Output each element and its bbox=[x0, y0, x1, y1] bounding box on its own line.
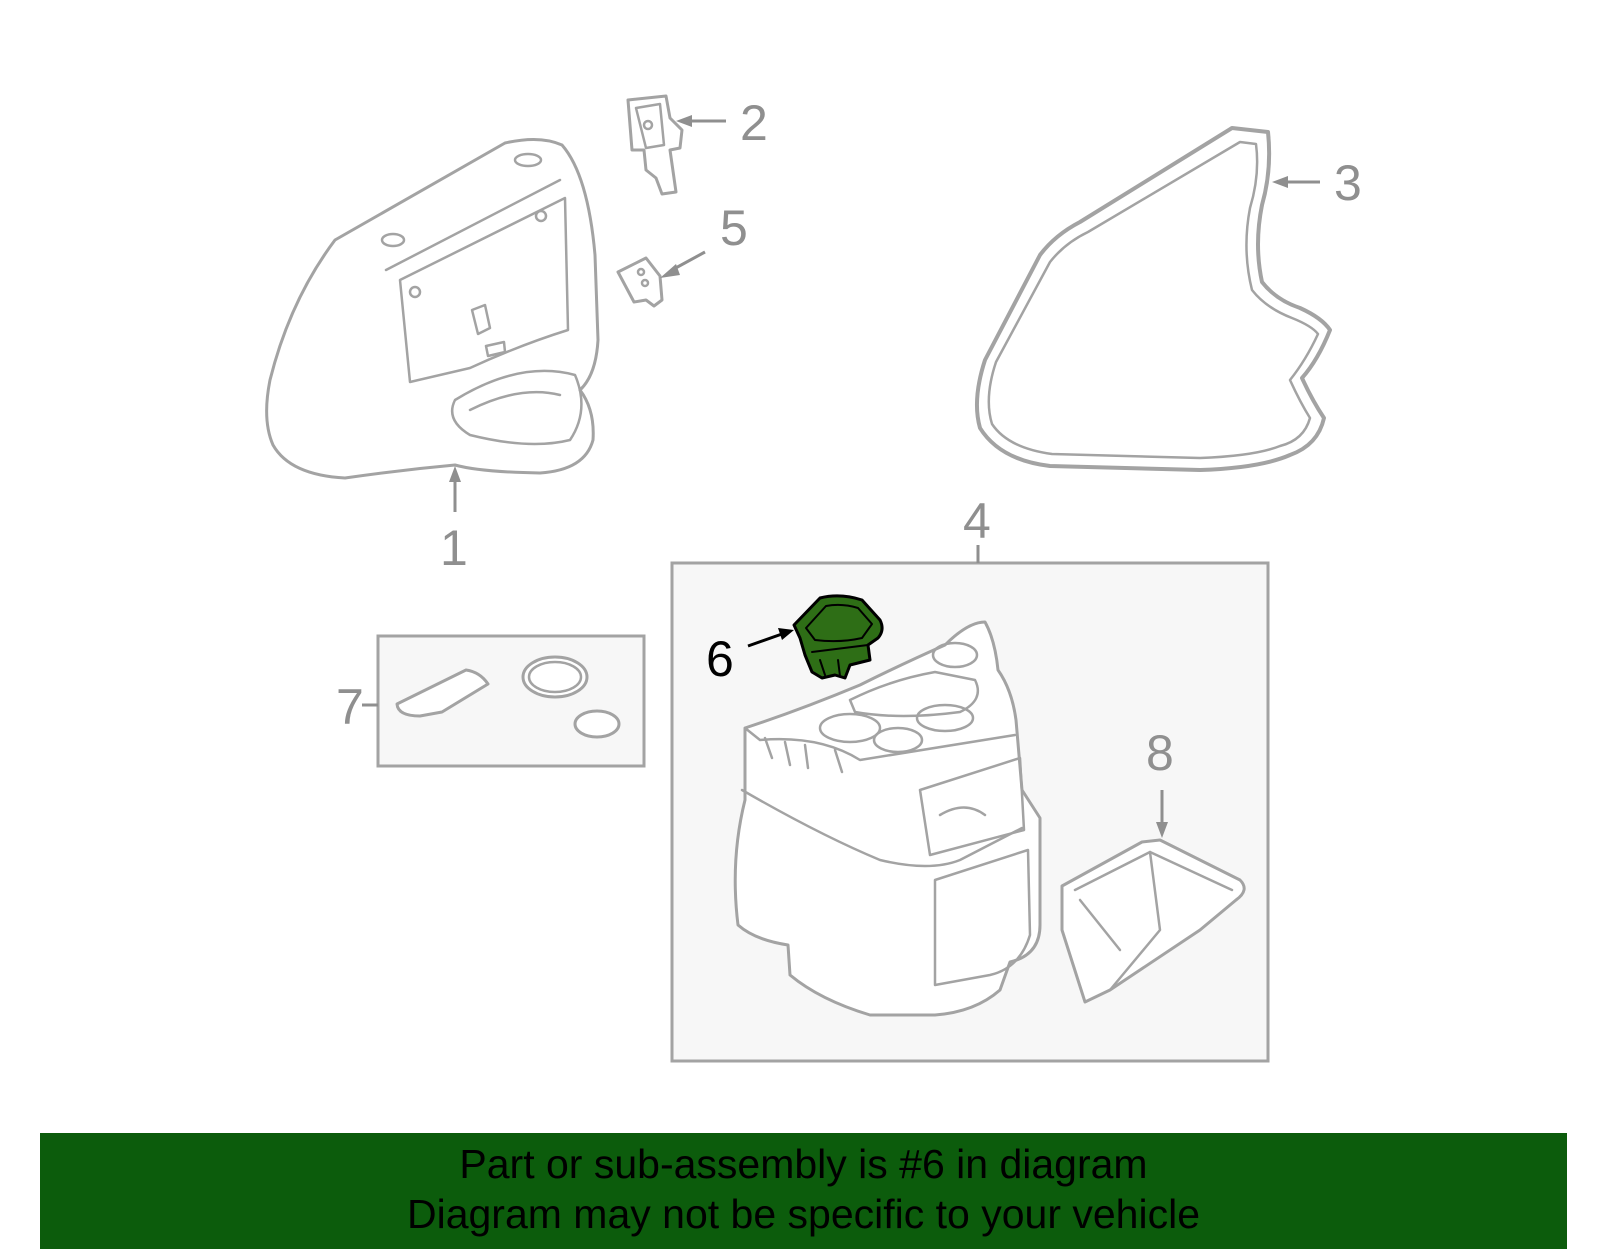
callout-label-7: 7 bbox=[336, 679, 364, 735]
callout-label-8: 8 bbox=[1146, 725, 1174, 781]
callout-5: 5 bbox=[660, 200, 748, 278]
part-2-bracket[interactable] bbox=[626, 94, 684, 196]
callout-label-1: 1 bbox=[440, 520, 468, 576]
banner-line-1: Part or sub-assembly is #6 in diagram bbox=[459, 1141, 1148, 1187]
callout-label-3: 3 bbox=[1334, 155, 1362, 211]
part-1-trim-panel[interactable] bbox=[265, 138, 600, 480]
callout-label-5: 5 bbox=[720, 200, 748, 256]
part-5-clip[interactable] bbox=[616, 256, 664, 308]
parts-diagram: 1 2 5 3 7 bbox=[265, 94, 1362, 1063]
part-8-storage-bin[interactable] bbox=[1060, 838, 1246, 1004]
part-7-kit-box[interactable] bbox=[376, 634, 646, 768]
part-4-console-box[interactable] bbox=[670, 561, 1270, 1063]
banner-line-2: Diagram may not be specific to your vehi… bbox=[406, 1191, 1200, 1237]
callout-6: 6 bbox=[706, 628, 794, 687]
callout-label-2: 2 bbox=[740, 95, 768, 151]
callout-1: 1 bbox=[440, 466, 468, 576]
callout-label-4: 4 bbox=[963, 493, 991, 549]
callout-3: 3 bbox=[1272, 155, 1362, 211]
part-3-weatherstrip[interactable] bbox=[975, 126, 1332, 472]
callout-2: 2 bbox=[676, 95, 768, 151]
callout-8: 8 bbox=[1146, 725, 1174, 838]
callout-4: 4 bbox=[963, 493, 991, 563]
callout-label-6: 6 bbox=[706, 631, 734, 687]
info-banner: Part or sub-assembly is #6 in diagram Di… bbox=[40, 1133, 1567, 1249]
callout-7: 7 bbox=[336, 679, 378, 735]
part-6-highlighted-insert[interactable] bbox=[792, 594, 884, 680]
